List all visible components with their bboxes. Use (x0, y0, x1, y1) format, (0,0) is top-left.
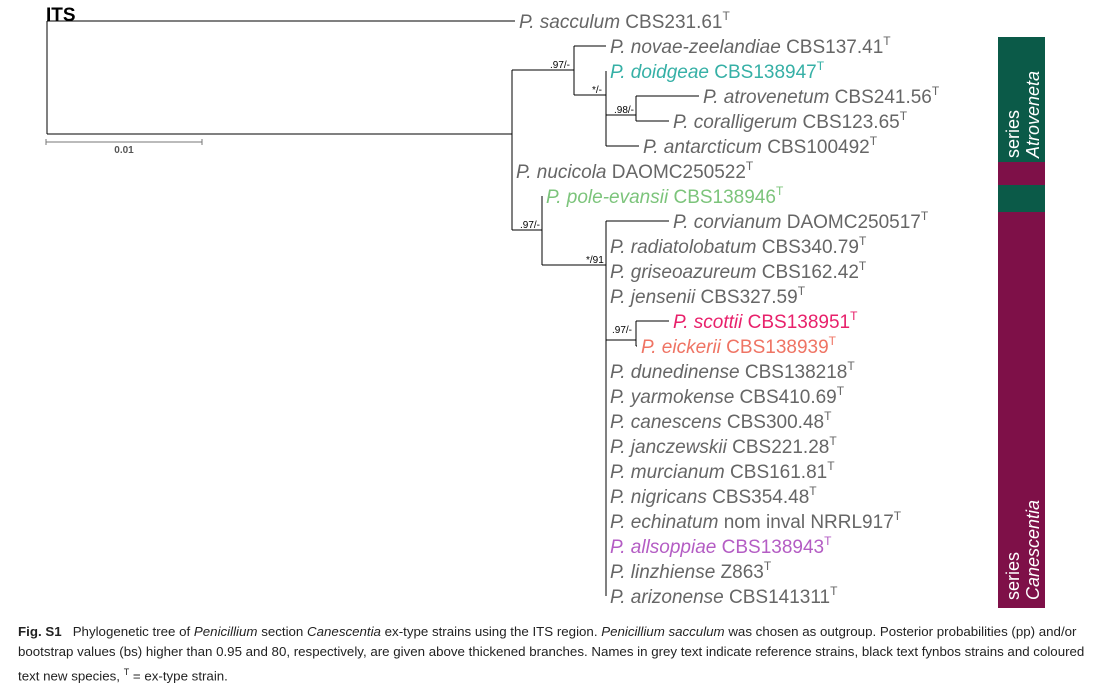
taxon-yarmokense: P. yarmokense CBS410.69T (610, 384, 845, 408)
series-canescentia-block (998, 212, 1045, 608)
taxon-antarcticum: P. antarcticum CBS100492T (643, 134, 878, 158)
taxon-griseoazureum: P. griseoazureum CBS162.42T (610, 259, 867, 283)
caption-type-mark: T (123, 667, 130, 677)
series-canescentia-prefix: series (1003, 552, 1023, 600)
scale-bar: 0.01 (45, 139, 203, 156)
support-canesc_group: .97/- (520, 220, 540, 231)
taxon-coralligerum: P. coralligerum CBS123.65T (673, 109, 908, 133)
caption-part1: Phylogenetic tree of (72, 624, 191, 639)
support-atro_group: .98/- (614, 105, 634, 116)
support-novae_doidgeae: .97/- (550, 60, 570, 71)
tree-branches (46, 20, 699, 596)
series-atroveneta-name: Atroveneta (1023, 71, 1043, 159)
taxon-corvianum: P. corvianum DAOMC250517T (673, 209, 929, 233)
caption-label: Fig. S1 (18, 624, 62, 639)
caption-part2: section (261, 624, 304, 639)
taxon-murcianum: P. murcianum CBS161.81T (610, 459, 835, 483)
support-values: .97/- */- .98/- .97/- */91 .97/- (520, 60, 634, 336)
phylogenetic-tree: ITS .97/- */- .98/- .97/- */91 .97/- P. saccu… (45, 5, 1045, 608)
series-bar: series Atroveneta series Canescentia (998, 37, 1045, 608)
taxon-echinatum: P. echinatum nom inval NRRL917T (610, 509, 902, 533)
caption-genus: Penicillium (193, 624, 258, 639)
taxon-radiatolobatum: P. radiatolobatum CBS340.79T (610, 234, 867, 258)
support-canesc_core: */91 (586, 255, 604, 266)
series-atroveneta-prefix: series (1003, 110, 1023, 158)
taxon-allsoppiae: P. allsoppiae CBS138943T (610, 534, 832, 558)
caption-outgroup: Penicillium sacculum (601, 624, 725, 639)
taxon-arizonense: P. arizonense CBS141311T (610, 584, 838, 608)
caption-section: Canescentia (307, 624, 381, 639)
series-canescentia-name: Canescentia (1023, 500, 1043, 600)
caption-part5: = ex-type strain. (132, 668, 228, 684)
taxon-linzhiense: P. linzhiense Z863T (610, 559, 772, 583)
support-doidgeae_group: */- (592, 85, 602, 96)
taxon-jensenii: P. jensenii CBS327.59T (610, 284, 806, 308)
taxon-nigricans: P. nigricans CBS354.48T (610, 484, 817, 508)
taxon-dunedinense: P. dunedinense CBS138218T (610, 359, 855, 383)
taxon-nucicola: P. nucicola DAOMC250522T (516, 159, 754, 183)
caption-part4: was chosen as outgroup. Posterior probab… (18, 624, 1085, 684)
support-scottii_eickerii: .97/- (612, 325, 632, 336)
taxon-atrovenetum: P. atrovenetum CBS241.56T (703, 84, 940, 108)
taxon-novae: P. novae-zeelandiae CBS137.41T (610, 34, 891, 58)
taxon-janczewskii: P. janczewskii CBS221.28T (610, 434, 837, 458)
panel-label: ITS (46, 5, 76, 26)
taxon-pole: P. pole-evansii CBS138946T (546, 184, 784, 208)
series-atroveneta-block (998, 37, 1045, 162)
scale-bar-label: 0.01 (114, 145, 134, 156)
series-maroon-block-1 (998, 162, 1045, 185)
caption-part3: ex-type strains using the ITS region. (384, 624, 598, 639)
taxon-canescens: P. canescens CBS300.48T (610, 409, 832, 433)
figure-caption: Fig. S1 Phylogenetic tree of Penicillium… (18, 622, 1098, 686)
taxon-eickerii: P. eickerii CBS138939T (641, 334, 837, 358)
taxon-sacculum: P. sacculum CBS231.61T (519, 9, 731, 33)
series-green-block-2 (998, 185, 1045, 212)
taxon-doidgeae: P. doidgeae CBS138947T (610, 59, 825, 83)
taxon-scottii: P. scottii CBS138951T (673, 309, 858, 333)
